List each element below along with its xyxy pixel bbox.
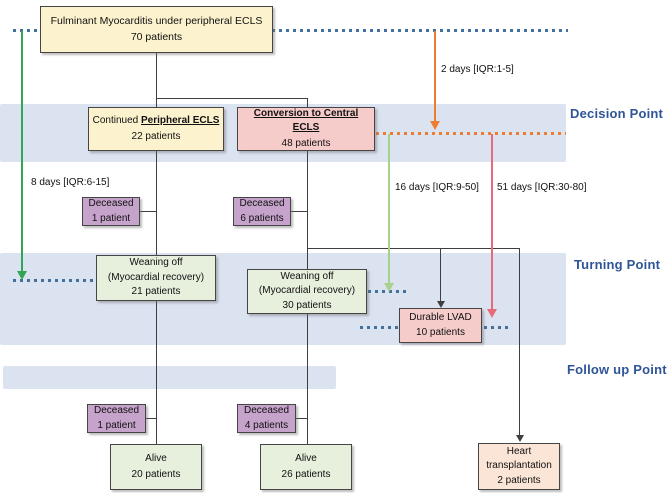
interval-label-16days: 16 days [IQR:9-50] bbox=[395, 182, 479, 193]
transplant-count: 2 patients bbox=[497, 474, 541, 486]
root-box: Fulminant Myocarditis under peripheral E… bbox=[40, 6, 273, 53]
central-ecls-box: Conversion to Central ECLS 48 patients bbox=[237, 107, 375, 151]
timeline-dots-decision-orange bbox=[376, 132, 566, 135]
deceased-count: 1 patient bbox=[97, 419, 136, 431]
deceased-followup-central-box: Deceased 4 patients bbox=[237, 404, 296, 433]
interval-label-8days: 8 days [IQR:6-15] bbox=[31, 177, 110, 188]
lvad-title: Durable LVAD bbox=[409, 312, 472, 323]
weaning-subtitle: (Myocardial recovery) bbox=[258, 285, 356, 297]
weaning-count: 21 patients bbox=[131, 286, 181, 298]
deceased-count: 6 patients bbox=[240, 212, 284, 224]
connector-transplant-drop bbox=[519, 248, 520, 435]
deceased-peripheral-box: Deceased 1 patient bbox=[82, 197, 140, 226]
durable-lvad-box: Durable LVAD 10 patients bbox=[399, 308, 482, 343]
alive-peripheral-box: Alive 20 patients bbox=[110, 444, 202, 490]
transplant-arrowhead-icon bbox=[515, 435, 524, 442]
deceased-label: Deceased bbox=[243, 405, 290, 416]
connector-root-down bbox=[156, 53, 157, 98]
alive-count: 26 patients bbox=[281, 468, 331, 480]
transplant-title2: transplantation bbox=[486, 460, 552, 472]
deceased-label: Deceased bbox=[93, 405, 140, 416]
connector-deceased-c1-stub bbox=[291, 211, 307, 212]
timeline-dots-turning-left bbox=[13, 279, 93, 282]
weaning-count: 30 patients bbox=[282, 299, 332, 311]
followup-point-label: Follow up Point bbox=[567, 362, 667, 377]
timeline-dots-top-right bbox=[272, 29, 568, 32]
deceased-count: 4 patients bbox=[244, 419, 289, 431]
alive-central-box: Alive 26 patients bbox=[260, 444, 352, 490]
weaning-title: Weaning off bbox=[280, 270, 334, 282]
red-arrowhead-icon bbox=[487, 309, 497, 318]
light-green-interval-arrow bbox=[388, 134, 390, 283]
timeline-dots-lvad-left bbox=[360, 326, 399, 329]
connector-deceased-p1-stub bbox=[140, 211, 156, 212]
peripheral-ecls-box: Continued Peripheral ECLS 22 patients bbox=[88, 107, 224, 151]
root-box-count: 70 patients bbox=[130, 31, 183, 43]
weaning-subtitle: (Myocardial recovery) bbox=[107, 271, 205, 283]
timeline-dots-lvad-right bbox=[484, 326, 511, 329]
weaning-title: Weaning off bbox=[129, 257, 183, 269]
lvad-count: 10 patients bbox=[416, 326, 465, 338]
transplant-title: Heart bbox=[506, 445, 532, 457]
heart-transplant-box: Heart transplantation 2 patients bbox=[478, 443, 560, 490]
deceased-followup-peripheral-box: Deceased 1 patient bbox=[87, 404, 146, 433]
interval-label-2days: 2 days [IQR:1-5] bbox=[441, 64, 514, 75]
orange-arrowhead-icon bbox=[430, 121, 440, 130]
decision-point-label: Decision Point bbox=[570, 106, 664, 121]
deceased-label: Deceased bbox=[88, 198, 134, 209]
connector-central-branch bbox=[307, 248, 519, 249]
red-interval-arrow bbox=[491, 134, 493, 309]
orange-interval-arrow bbox=[434, 31, 436, 121]
connector-lvad-drop bbox=[440, 248, 441, 301]
deceased-label: Deceased bbox=[239, 198, 285, 209]
interval-label-51days: 51 days [IQR:30-80] bbox=[497, 182, 587, 193]
peripheral-ecls-title: Continued Peripheral ECLS bbox=[92, 115, 220, 126]
connector-peripheral-1 bbox=[156, 150, 157, 255]
connector-central-2 bbox=[307, 314, 308, 444]
alive-title: Alive bbox=[145, 453, 167, 464]
connector-peripheral-2 bbox=[156, 301, 157, 444]
lvad-arrowhead-icon bbox=[436, 301, 445, 308]
connector-central-1 bbox=[307, 150, 308, 269]
connector-deceased-c2-stub bbox=[296, 418, 307, 419]
turning-point-label: Turning Point bbox=[574, 257, 661, 272]
peripheral-ecls-count: 22 patients bbox=[131, 130, 181, 142]
connector-split-left-drop bbox=[156, 98, 157, 107]
connector-deceased-p2-stub bbox=[146, 418, 156, 419]
followup-point-band bbox=[3, 366, 336, 389]
weaning-peripheral-box: Weaning off (Myocardial recovery) 21 pat… bbox=[96, 255, 216, 301]
deceased-central-box: Deceased 6 patients bbox=[233, 197, 291, 226]
central-ecls-title: Conversion to Central ECLS bbox=[253, 107, 359, 134]
timeline-dots-top-left bbox=[13, 29, 41, 32]
central-ecls-count: 48 patients bbox=[281, 137, 331, 149]
deceased-count: 1 patient bbox=[91, 212, 131, 224]
root-box-title: Fulminant Myocarditis under peripheral E… bbox=[50, 14, 263, 27]
connector-split-right-drop bbox=[307, 98, 308, 107]
light-green-arrowhead-icon bbox=[384, 283, 394, 292]
alive-count: 20 patients bbox=[131, 468, 181, 480]
connector-split-horizontal bbox=[156, 98, 308, 99]
green-interval-arrow bbox=[21, 31, 23, 271]
green-arrowhead-icon bbox=[17, 271, 27, 280]
alive-title: Alive bbox=[295, 453, 317, 464]
weaning-central-box: Weaning off (Myocardial recovery) 30 pat… bbox=[247, 269, 367, 314]
